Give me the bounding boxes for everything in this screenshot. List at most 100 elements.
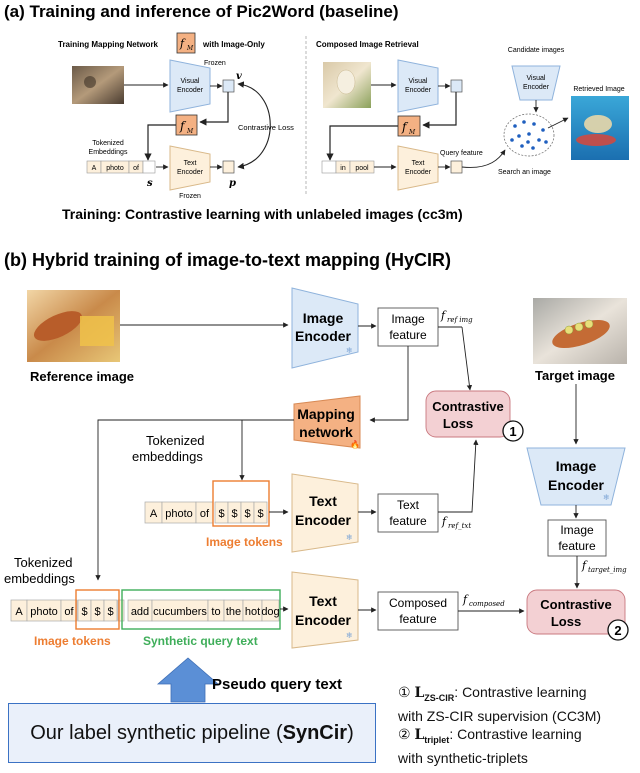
token-pool: pool [355,165,369,172]
svg-text:cucumbers: cucumbers [153,606,207,618]
svg-text:Text: Text [309,493,337,509]
text-encoder-1 [291,473,359,553]
svg-text:photo: photo [30,606,58,618]
target-image-encoder [526,447,626,506]
svg-text:2: 2 [614,623,621,638]
svg-text:of: of [64,606,74,618]
image-tokens-label-2: Image tokens [34,634,111,648]
svg-text:Text: Text [309,593,337,609]
svg-text:$: $ [218,508,224,520]
text-feature-box [377,493,439,533]
svg-text:feature: feature [558,539,596,553]
svg-text:❄: ❄ [346,533,353,542]
query-feature-label: Query feature [440,150,483,157]
legend-item-1: ① LZS-CIR: Contrastive learning [398,684,587,703]
svg-text:hot: hot [245,606,260,618]
fm-title-box [176,32,196,54]
section-b-title: (b) Hybrid training of image-to-text map… [4,250,451,270]
svg-text:❄: ❄ [603,493,610,502]
var-p: p [229,178,236,189]
image-tokens-box-2 [75,589,120,630]
svg-text:feature: feature [389,328,427,342]
left-text-encoder [169,145,211,191]
section-a-caption: Training: Contrastive learning with unla… [62,206,463,222]
left-visual-encoder [169,59,211,113]
ref-image-encoder [291,287,359,369]
image-tokens-label-1: Image tokens [206,535,283,549]
cat-image [72,66,124,104]
retrieved-image-label: Retrieved Image [573,86,624,93]
token-photo: photo [106,165,124,172]
v-feature-box [222,79,235,93]
target-image-feature-box [547,519,607,557]
token-a: A [92,165,97,172]
svg-text:❄: ❄ [346,631,353,640]
svg-text:f: f [401,120,409,134]
svg-text:1: 1 [509,424,516,439]
svg-text:Visual: Visual [181,78,200,85]
svg-text:Tokenized: Tokenized [92,140,124,147]
mapping-network [293,395,361,449]
loss-legend: ① LZS-CIR: Contrastive learning with ZS-… [398,683,634,767]
token-row-2: A photo of $ $ $ add cucumbers to the ho… [10,599,280,622]
p-feature-box [222,160,235,174]
svg-text:Encoder: Encoder [405,87,432,94]
svg-text:Contrastive: Contrastive [540,597,612,612]
svg-text:Composed: Composed [389,596,447,610]
svg-text:photo: photo [165,508,193,520]
composed-feature-box [377,591,459,631]
frozen-label-top: Frozen [204,60,226,67]
f-ref-txt-label: f [441,515,448,528]
svg-text:Encoder: Encoder [295,328,352,344]
synthetic-query-text-label: Synthetic query text [143,634,258,648]
token-of: of [133,165,139,172]
svg-text:ref_txt: ref_txt [448,522,471,530]
svg-text:$: $ [81,606,87,618]
svg-text:Encoder: Encoder [177,87,204,94]
legend-item-2: ② Ltriplet: Contrastive learning [398,725,582,745]
svg-text:Embeddings: Embeddings [89,149,128,156]
candidate-visual-encoder [511,65,561,101]
svg-text:embeddings: embeddings [4,571,75,586]
loss-1-badge [502,420,524,442]
svg-text:Text: Text [412,160,425,167]
svg-text:embeddings: embeddings [132,449,203,464]
svg-text:Encoder: Encoder [295,612,352,628]
token-row-1: A photo of $ $ $ $ [144,501,268,524]
frozen-snowflake-icon: ❄ [346,346,353,355]
synthetic-query-box [121,589,281,630]
svg-text:A: A [15,606,23,618]
svg-text:Text: Text [397,498,420,512]
pseudo-query-arrow-icon [156,657,220,703]
right-visual-encoder [397,59,439,113]
svg-text:the: the [226,606,241,618]
svg-text:$: $ [257,508,263,520]
svg-text:target_img: target_img [588,566,627,574]
svg-text:$: $ [94,606,100,618]
left-panel-title-suffix: with Image-Only [202,40,265,49]
right-text-encoder [397,145,439,191]
svg-text:Encoder: Encoder [523,84,550,91]
svg-text:M: M [408,129,416,136]
svg-text:$: $ [107,606,113,618]
target-image-label: Target image [535,368,615,383]
pseudo-query-text-label: Pseudo query text [212,676,342,693]
svg-text:Encoder: Encoder [295,512,352,528]
svg-text:Loss: Loss [443,416,473,431]
svg-text:composed: composed [469,600,505,608]
text-encoder-2 [291,571,359,649]
left-panel-title-prefix: Training Mapping Network [58,40,159,49]
svg-text:Encoder: Encoder [548,477,605,493]
svg-text:$: $ [244,508,250,520]
left-contrastive-loss: Contrastive Loss [238,123,294,132]
svg-text:Visual: Visual [409,78,428,85]
svg-text:Image: Image [556,458,597,474]
f-target-img-label: f [581,559,588,572]
fm-title-sub: M [186,45,194,52]
svg-text:$: $ [231,508,237,520]
loss-2-badge [607,619,629,641]
reference-image-label: Reference image [30,369,134,384]
contrastive-loss-2 [526,589,626,635]
svg-text:network: network [299,424,353,440]
svg-text:ref img: ref img [447,316,473,324]
